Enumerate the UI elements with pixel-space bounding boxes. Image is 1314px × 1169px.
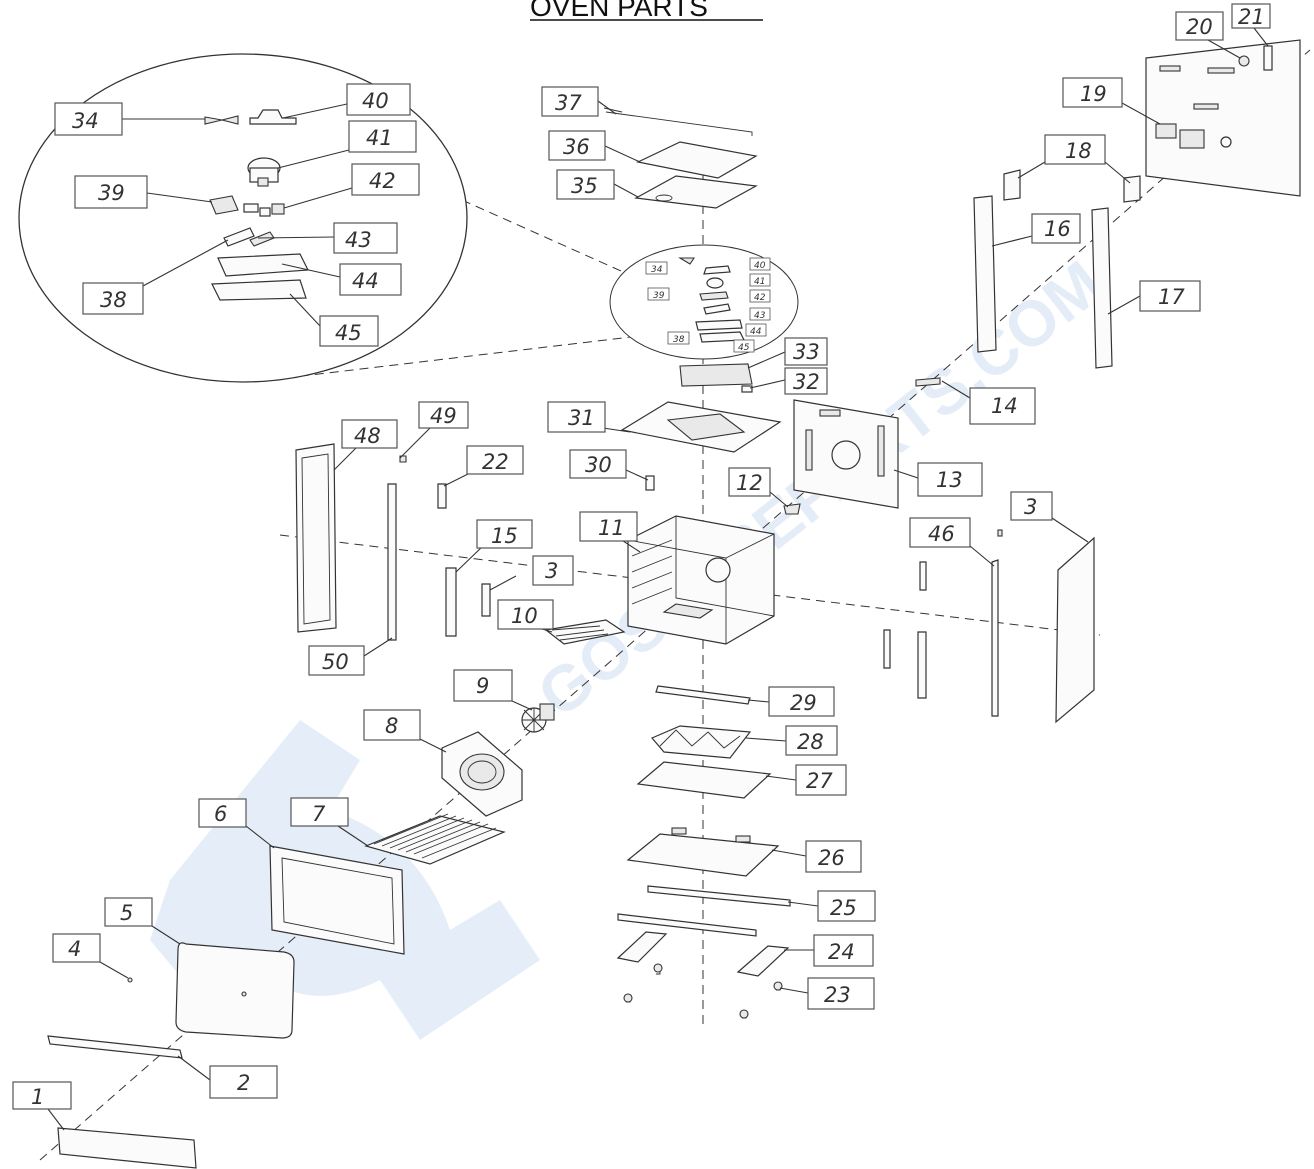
- lower-stack: 29 28 27 26 25 24 23: [616, 685, 876, 1019]
- callout-14: 14: [991, 394, 1018, 418]
- callout-3a: 3: [545, 559, 558, 583]
- callout-33: 33: [793, 340, 820, 364]
- detail-label-42: 42: [754, 293, 766, 303]
- callout-42: 42: [369, 169, 396, 193]
- callout-23: 23: [824, 983, 851, 1007]
- detail-label-38: 38: [673, 335, 685, 345]
- callout-50: 50: [322, 650, 349, 674]
- callout-15: 15: [491, 524, 518, 548]
- callout-22: 22: [482, 450, 509, 474]
- left-side-parts: 48 49 22 15 3 10 50: [295, 401, 626, 676]
- callout-48: 48: [354, 424, 381, 448]
- callout-36: 36: [563, 135, 590, 159]
- callout-43: 43: [345, 228, 372, 252]
- callout-39: 39: [98, 181, 125, 205]
- detail-label-44: 44: [750, 327, 762, 337]
- fan-assembly: 9 8 7: [290, 669, 555, 865]
- callout-31: 31: [568, 406, 595, 430]
- detail-circle-large: 34 40 41 39 42 43 44 38 45: [18, 53, 468, 383]
- detail-label-43: 43: [754, 311, 766, 321]
- callout-29: 29: [790, 691, 817, 715]
- right-side-parts: 3 46: [883, 491, 1095, 724]
- rear-inner-panel: 14 13 12: [728, 377, 1036, 515]
- callout-37: 37: [555, 91, 582, 115]
- door-assembly: 6 5 4: [52, 798, 405, 1039]
- callout-9: 9: [476, 674, 489, 698]
- detail-label-34: 34: [651, 265, 663, 275]
- callout-41: 41: [366, 126, 393, 150]
- detail-label-45: 45: [738, 343, 750, 353]
- callout-1: 1: [31, 1085, 44, 1109]
- callout-26: 26: [818, 846, 845, 870]
- callout-27: 27: [806, 769, 833, 793]
- callout-7: 7: [312, 802, 326, 826]
- callout-10: 10: [511, 604, 538, 628]
- callout-17: 17: [1158, 285, 1185, 309]
- callout-34: 34: [72, 109, 99, 133]
- front-panel-parts: 2 1: [12, 1035, 278, 1169]
- callout-3b: 3: [1024, 495, 1037, 519]
- detail-label-40: 40: [754, 261, 766, 271]
- callout-19: 19: [1080, 82, 1107, 106]
- callout-2: 2: [237, 1071, 250, 1095]
- upper-assembly: 33 32 31 30: [547, 337, 828, 491]
- callout-30: 30: [585, 453, 612, 477]
- diagram-title: OVEN PARTS: [530, 0, 708, 22]
- callout-40: 40: [362, 89, 389, 113]
- detail-circle-small: 34 39 38 40 41 42 43 44 45: [609, 244, 799, 360]
- top-covers: 37 36 35: [541, 86, 758, 209]
- callout-44: 44: [352, 269, 379, 293]
- callout-32: 32: [793, 370, 820, 394]
- callout-21: 21: [1238, 5, 1265, 29]
- callout-49: 49: [430, 404, 457, 428]
- callout-16: 16: [1044, 217, 1071, 241]
- callout-20: 20: [1186, 15, 1213, 39]
- detail-label-41: 41: [754, 277, 765, 287]
- callout-13: 13: [936, 468, 963, 492]
- back-panel: 19 18 20 21: [1003, 3, 1301, 203]
- callout-8: 8: [385, 714, 398, 738]
- callout-18: 18: [1065, 139, 1092, 163]
- side-rails: 16 17: [973, 195, 1201, 369]
- oven-cavity: 11: [579, 511, 775, 645]
- callout-45: 45: [335, 321, 362, 345]
- callout-25: 25: [830, 896, 857, 920]
- callout-46: 46: [928, 522, 955, 546]
- callout-12: 12: [736, 471, 763, 495]
- callout-5: 5: [120, 901, 133, 925]
- callout-28: 28: [797, 730, 824, 754]
- callout-38: 38: [100, 288, 127, 312]
- callout-4: 4: [68, 937, 81, 961]
- callout-35: 35: [571, 174, 598, 198]
- detail-label-39: 39: [653, 291, 665, 301]
- callout-11: 11: [598, 516, 625, 540]
- callout-6: 6: [214, 802, 227, 826]
- callout-24: 24: [828, 940, 855, 964]
